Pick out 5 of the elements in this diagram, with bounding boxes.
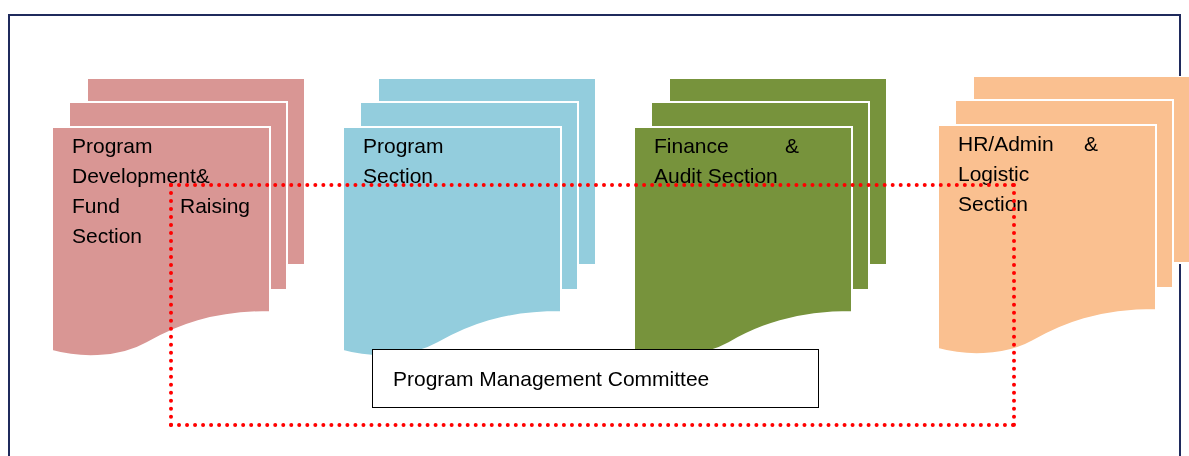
committee-box: Program Management Committee [372,349,819,408]
section-label: HR/Admin & Logistic Section [958,131,1098,217]
section-label: Finance & Audit Section [654,133,799,189]
section-label: Program Section [363,133,445,189]
section-label: Program Development& Fund Raising Section [72,133,250,249]
